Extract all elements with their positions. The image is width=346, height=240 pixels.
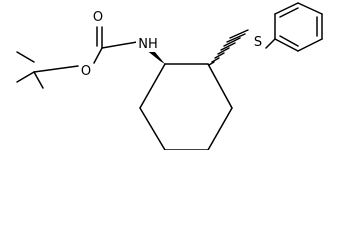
sulfur-label: S <box>254 35 262 50</box>
bond-ester-oxygen-carbon <box>93 47 103 64</box>
bond-tbu-methyl-3 <box>33 71 44 89</box>
phenyl-inner-bond-3 <box>279 35 299 47</box>
bond-tbu-to-oxygen <box>33 65 79 73</box>
phenyl-bond-5 <box>297 38 323 52</box>
carbonyl-oxygen-label: O <box>93 10 103 25</box>
nitrogen-bg <box>136 36 160 52</box>
ring-bond-5 <box>139 107 166 150</box>
skeletal-bonds <box>16 2 323 150</box>
bond-tbu-methyl-1 <box>16 51 35 63</box>
amide-nitrogen-label: NH <box>138 37 158 52</box>
ester-oxygen-bg <box>79 63 93 79</box>
phenyl-inner-bond-1 <box>279 7 299 18</box>
bond-tbu-methyl-2 <box>16 71 35 83</box>
ring-bond-3 <box>207 107 233 150</box>
structure-canvas: O O NH S <box>16 2 323 150</box>
phenyl-bond-3 <box>297 2 323 15</box>
phenyl-bond-6 <box>274 38 299 52</box>
ring-bond-2 <box>207 63 233 109</box>
phenyl-bond-2 <box>274 2 299 15</box>
ester-oxygen-label: O <box>81 64 91 79</box>
bond-sulfur-to-phenyl <box>265 38 276 49</box>
hash-bond-c2-to-s <box>208 29 249 66</box>
carbonyl-oxygen-bg <box>91 8 105 24</box>
stereo-bonds <box>145 29 249 66</box>
sulfur-bg <box>251 34 265 50</box>
bond-carbonyl-to-nitrogen <box>101 41 138 49</box>
atom-labels: O O NH S <box>79 8 265 79</box>
ring-bond-6 <box>139 63 166 109</box>
